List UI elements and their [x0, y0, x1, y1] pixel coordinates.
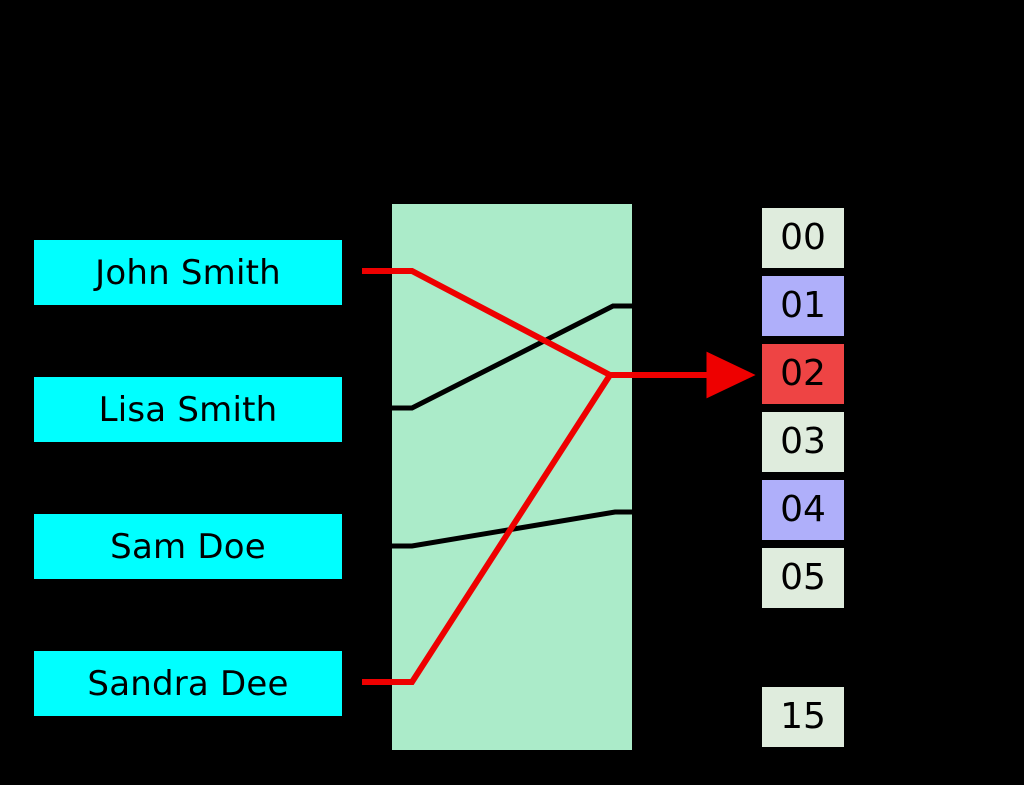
bucket-03[interactable]: 03 — [762, 412, 844, 472]
key-box-lisa-smith[interactable]: Lisa Smith — [34, 377, 342, 442]
key-box-john-smith[interactable]: John Smith — [34, 240, 342, 305]
key-box-sandra-dee[interactable]: Sandra Dee — [34, 651, 342, 716]
key-label: Sandra Dee — [87, 663, 289, 704]
bucket-label: 05 — [780, 557, 826, 598]
bucket-label: 15 — [780, 696, 826, 737]
key-label: Sam Doe — [110, 526, 266, 567]
bucket-label: 00 — [780, 217, 826, 258]
bucket-label: 04 — [780, 489, 826, 530]
bucket-label: 02 — [780, 353, 826, 394]
bucket-label: 03 — [780, 421, 826, 462]
bucket-15[interactable]: 15 — [762, 687, 844, 747]
bucket-00[interactable]: 00 — [762, 208, 844, 268]
bucket-04[interactable]: 04 — [762, 480, 844, 540]
bucket-05[interactable]: 05 — [762, 548, 844, 608]
bucket-02[interactable]: 02 — [762, 344, 844, 404]
key-label: John Smith — [95, 252, 281, 293]
bucket-label: 01 — [780, 285, 826, 326]
bucket-01[interactable]: 01 — [762, 276, 844, 336]
key-box-sam-doe[interactable]: Sam Doe — [34, 514, 342, 579]
key-label: Lisa Smith — [98, 389, 278, 430]
hash-function-panel — [392, 204, 632, 750]
